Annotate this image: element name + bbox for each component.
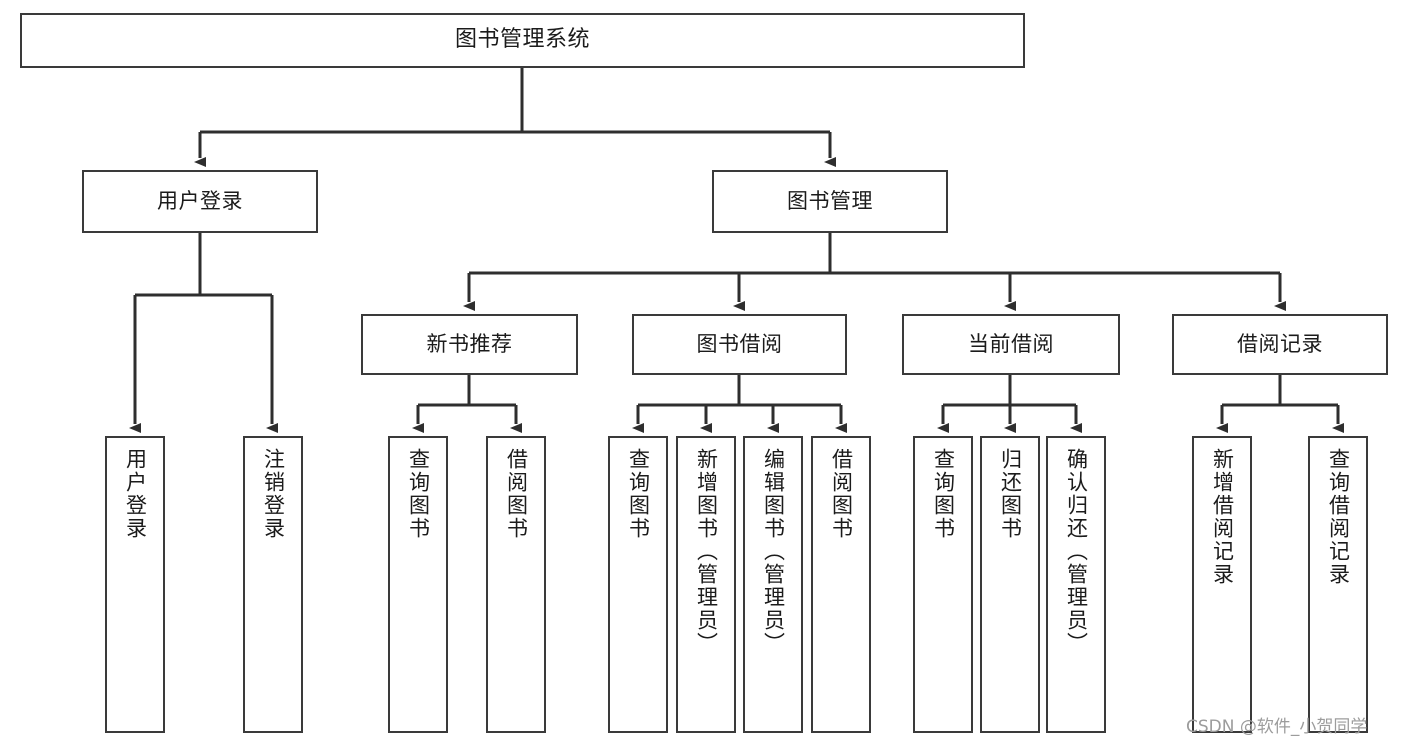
leaf-query-book-1-label: 查询图书	[406, 448, 431, 540]
leaf-add-record[interactable]: 新增借阅记录	[1192, 436, 1252, 733]
node-book-borrow-label: 图书借阅	[696, 331, 783, 356]
leaf-borrow-book-1-label: 借阅图书	[504, 448, 529, 540]
node-new-book-rec[interactable]: 新书推荐	[361, 314, 578, 375]
leaf-edit-book[interactable]: 编辑图书（管理员）	[743, 436, 803, 733]
leaf-query-book-3[interactable]: 查询图书	[913, 436, 973, 733]
leaf-user-login[interactable]: 用户登录	[105, 436, 165, 733]
leaf-logout-login[interactable]: 注销登录	[243, 436, 303, 733]
leaf-borrow-book-1[interactable]: 借阅图书	[486, 436, 546, 733]
leaf-logout-login-label: 注销登录	[261, 448, 286, 540]
node-new-book-rec-label: 新书推荐	[426, 331, 513, 356]
leaf-confirm-return-label: 确认归还（管理员）	[1064, 448, 1089, 655]
leaf-query-record-label: 查询借阅记录	[1326, 448, 1351, 586]
node-book-manage[interactable]: 图书管理	[712, 170, 948, 233]
leaf-confirm-return[interactable]: 确认归还（管理员）	[1046, 436, 1106, 733]
leaf-query-book-1[interactable]: 查询图书	[388, 436, 448, 733]
leaf-add-book[interactable]: 新增图书（管理员）	[676, 436, 736, 733]
node-user-login[interactable]: 用户登录	[82, 170, 318, 233]
node-current-borrow[interactable]: 当前借阅	[902, 314, 1120, 375]
leaf-query-record[interactable]: 查询借阅记录	[1308, 436, 1368, 733]
leaf-edit-book-label: 编辑图书（管理员）	[761, 448, 786, 655]
node-root-label: 图书管理系统	[454, 27, 590, 53]
leaf-add-book-label: 新增图书（管理员）	[694, 448, 719, 655]
node-current-borrow-label: 当前借阅	[968, 331, 1054, 356]
leaf-borrow-book-2-label: 借阅图书	[829, 448, 854, 540]
node-book-manage-label: 图书管理	[787, 188, 873, 213]
node-borrow-record[interactable]: 借阅记录	[1172, 314, 1388, 375]
node-root[interactable]: 图书管理系统	[20, 13, 1025, 68]
leaf-query-book-2-label: 查询图书	[626, 448, 651, 540]
node-book-borrow[interactable]: 图书借阅	[632, 314, 847, 375]
node-user-login-label: 用户登录	[157, 188, 243, 213]
node-borrow-record-label: 借阅记录	[1237, 331, 1323, 356]
leaf-borrow-book-2[interactable]: 借阅图书	[811, 436, 871, 733]
leaf-user-login-label: 用户登录	[123, 448, 148, 540]
leaf-add-record-label: 新增借阅记录	[1210, 448, 1235, 586]
leaf-return-book[interactable]: 归还图书	[980, 436, 1040, 733]
leaf-query-book-3-label: 查询图书	[931, 448, 956, 540]
leaf-query-book-2[interactable]: 查询图书	[608, 436, 668, 733]
watermark-text: CSDN @软件_小贺同学	[1186, 717, 1368, 737]
leaf-return-book-label: 归还图书	[998, 448, 1023, 540]
